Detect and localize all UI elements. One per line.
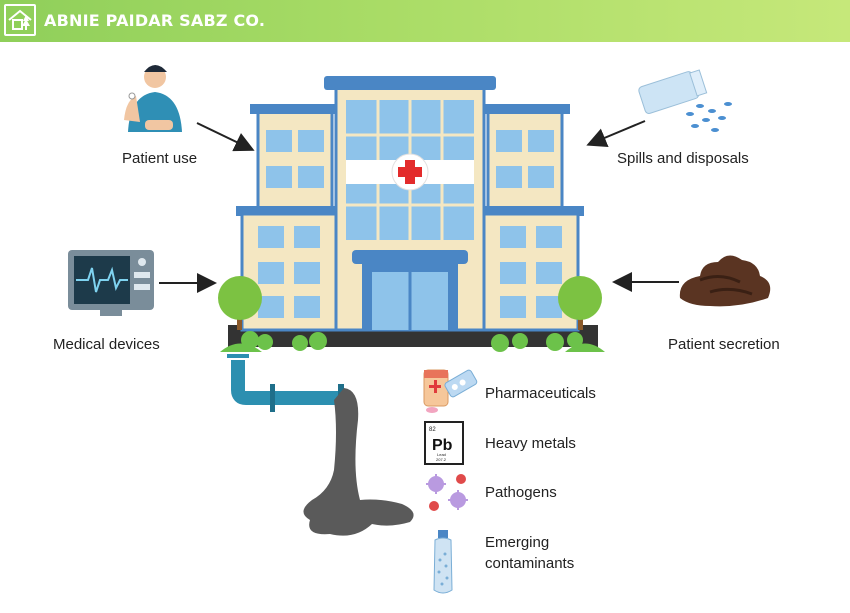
lead-symbol: Pb <box>432 437 453 454</box>
secretion-icon <box>679 255 771 307</box>
brand-title: ABNIE PAIDAR SABZ CO. <box>44 11 266 30</box>
lead-name: Lead <box>437 452 446 457</box>
lead-atomic-number: 82 <box>429 427 436 433</box>
wastewater-sludge-icon <box>303 388 414 536</box>
house-tree-logo-icon <box>4 4 36 36</box>
lead-element-icon: 82 Pb Lead 207.2 <box>424 421 464 465</box>
lead-mass: 207.2 <box>436 457 447 462</box>
source-label-medical-devices: Medical devices <box>53 336 160 353</box>
contaminant-label-pathogens: Pathogens <box>485 484 557 501</box>
contaminant-label-heavy-metals: Heavy metals <box>485 435 576 452</box>
source-label-spills: Spills and disposals <box>617 150 749 167</box>
pills-icon <box>423 369 478 413</box>
patient-monitor-icon <box>68 250 154 316</box>
wastewater-pipe-icon <box>227 354 344 412</box>
spilled-pill-bottle-icon <box>638 69 732 132</box>
plastic-bottle-icon <box>433 530 453 594</box>
virus-icon <box>426 474 468 511</box>
patient-person-icon <box>124 65 182 132</box>
source-label-patient-secretion: Patient secretion <box>668 336 780 353</box>
header-bar: ABNIE PAIDAR SABZ CO. <box>0 0 850 42</box>
contaminant-label-pharmaceuticals: Pharmaceuticals <box>485 385 596 402</box>
contaminant-label-emerging: Emerging contaminants <box>485 534 575 572</box>
hospital-building-icon <box>218 76 605 352</box>
source-label-patient-use: Patient use <box>122 150 198 167</box>
